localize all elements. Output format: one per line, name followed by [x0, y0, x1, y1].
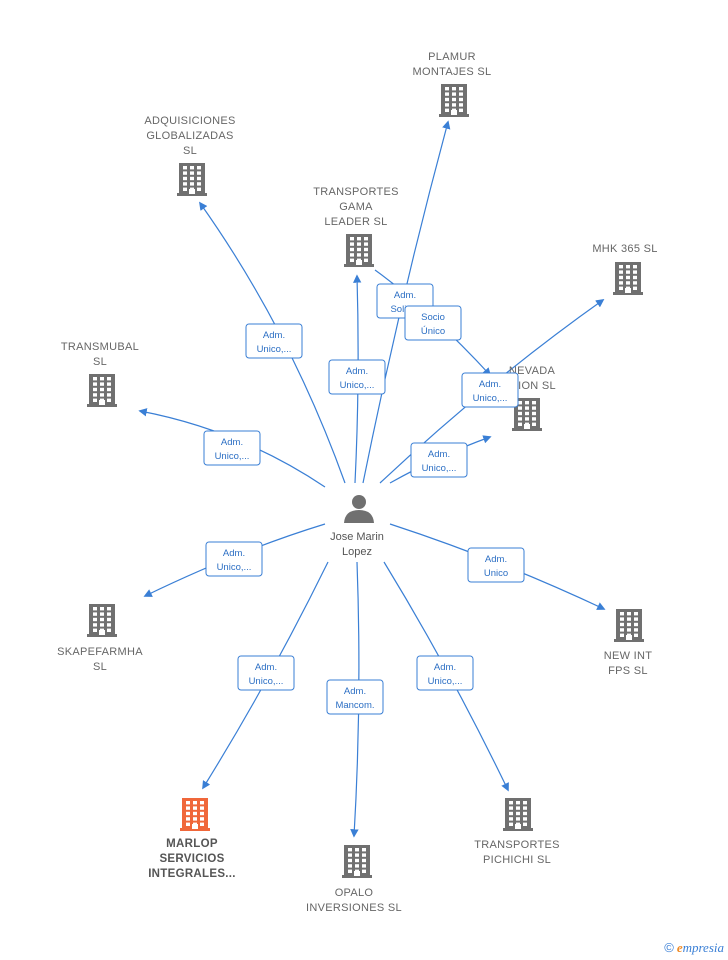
company-node-transportes-gama[interactable]: TRANSPORTES GAMA LEADER SL: [313, 186, 399, 267]
person-name: Lopez: [342, 546, 372, 558]
company-label: TRANSMUBAL: [61, 341, 139, 353]
company-node-transportes-pichichi[interactable]: TRANSPORTES PICHICHI SL: [474, 798, 560, 866]
edge-label-text: Adm.: [344, 686, 366, 697]
company-label: FPS SL: [608, 665, 648, 677]
company-label: TRANSPORTES: [313, 186, 399, 198]
edge-label-box: [237, 655, 295, 691]
company-label: GAMA: [339, 201, 373, 213]
person-icon: [344, 495, 374, 523]
company-label: SKAPEFARMHA: [57, 646, 143, 658]
building-icon: [180, 798, 210, 831]
brand-initial: e: [676, 940, 683, 955]
edge-label-box: [326, 679, 384, 715]
brand-name: mpresia: [682, 940, 724, 955]
edge-label-text: Unico,...: [422, 463, 457, 474]
building-icon: [344, 234, 374, 267]
building-icon: [177, 163, 207, 196]
company-label: PICHICHI SL: [483, 854, 551, 866]
edge-label-text: Adm.: [223, 548, 245, 559]
building-icon: [87, 374, 117, 407]
edge-label-opalo[interactable]: Adm. Mancom.: [326, 679, 384, 715]
edge-label-new-int[interactable]: Adm. Unico: [467, 547, 525, 583]
edge-label-marlop[interactable]: Adm. Unico,...: [237, 655, 295, 691]
company-node-mhk[interactable]: MHK 365 SL: [592, 243, 657, 295]
edge-label-text: Adm.: [263, 330, 285, 341]
company-label: NEVADA: [509, 365, 556, 377]
company-label: INVERSIONES SL: [306, 902, 402, 914]
company-node-skapefarmha[interactable]: SKAPEFARMHA SL: [57, 604, 143, 673]
company-label: GLOBALIZADAS: [146, 130, 233, 142]
company-label: NEW INT: [604, 650, 653, 662]
edge-label-text: Unico,...: [340, 380, 375, 391]
edge-label-box: [245, 323, 303, 359]
edge-label-text: Adm.: [485, 554, 507, 565]
empresia-logo: ©empresia: [664, 940, 724, 956]
building-icon: [342, 845, 372, 878]
company-node-adquisiciones[interactable]: ADQUISICIONES GLOBALIZADAS SL: [144, 115, 235, 196]
building-icon: [439, 84, 469, 117]
edge-label-text: Adm.: [394, 290, 416, 301]
edge-label-box: [203, 430, 261, 466]
building-icon: [87, 604, 117, 637]
edge-label-text: Mancom.: [335, 700, 374, 711]
edge-label-text: Adm.: [346, 366, 368, 377]
edge-label-skapefarmha[interactable]: Adm. Unico,...: [205, 541, 263, 577]
edge-label-text: Único: [421, 326, 445, 337]
edge-label-box: [404, 305, 462, 341]
edge-label-box: [410, 442, 468, 478]
building-icon: [503, 798, 533, 831]
edge-label-text: Unico,...: [473, 393, 508, 404]
company-label: SL: [183, 145, 197, 157]
edge-label-box: [461, 372, 519, 408]
company-label: TRANSPORTES: [474, 839, 560, 851]
building-icon: [614, 609, 644, 642]
company-node-new-int[interactable]: NEW INT FPS SL: [604, 609, 653, 677]
company-label: MHK 365 SL: [592, 243, 657, 255]
edge-label-adquisiciones[interactable]: Adm. Unico,...: [245, 323, 303, 359]
edge-label-text: Adm.: [221, 437, 243, 448]
edge-label-box: [467, 547, 525, 583]
edge-label-text: Unico: [484, 568, 508, 579]
company-node-plamur[interactable]: PLAMUR MONTAJES SL: [413, 51, 492, 117]
edge-label-text: Socio: [421, 312, 445, 323]
company-label: SL: [93, 661, 107, 673]
company-node-marlop[interactable]: MARLOP SERVICIOS INTEGRALES...: [148, 798, 236, 880]
company-label: LEADER SL: [324, 216, 387, 228]
company-label: ADQUISICIONES: [144, 115, 235, 127]
company-node-transmubal[interactable]: TRANSMUBAL SL: [61, 341, 139, 407]
edge-label-transportes-gama[interactable]: Adm. Unico,...: [328, 359, 386, 395]
person-name: Jose Marin: [330, 531, 384, 543]
edge-label-box: [328, 359, 386, 395]
copyright-icon: ©: [664, 940, 674, 955]
company-node-opalo[interactable]: OPALO INVERSIONES SL: [306, 845, 402, 914]
edge-label-text: Adm.: [434, 662, 456, 673]
edge-label-mhk[interactable]: Adm. Unico,...: [461, 372, 519, 408]
company-label: INTEGRALES...: [148, 868, 236, 880]
edge-label-text: Adm.: [479, 379, 501, 390]
edge-label-text: Unico,...: [428, 676, 463, 687]
edge-label-transportes-pichichi[interactable]: Adm. Unico,...: [416, 655, 474, 691]
edge-label-text: Unico,...: [257, 344, 292, 355]
company-label: SL: [93, 356, 107, 368]
company-label: OPALO: [335, 887, 374, 899]
edge-label-text: Unico,...: [249, 676, 284, 687]
edge-label-box: [416, 655, 474, 691]
company-label: MONTAJES SL: [413, 66, 492, 78]
company-label: ...ION SL: [508, 380, 556, 392]
edge-label-nevada[interactable]: Adm. Unico,...: [410, 442, 468, 478]
edge-label-text: Unico,...: [215, 451, 250, 462]
edge-label-text: Unico,...: [217, 562, 252, 573]
company-label: PLAMUR: [428, 51, 476, 63]
edge-label-transmubal[interactable]: Adm. Unico,...: [203, 430, 261, 466]
edge-label-box: [205, 541, 263, 577]
company-label: SERVICIOS: [159, 853, 224, 865]
company-label: MARLOP: [166, 838, 218, 850]
building-icon: [613, 262, 643, 295]
edge-label-text: Adm.: [428, 449, 450, 460]
edge-label-text: Adm.: [255, 662, 277, 673]
